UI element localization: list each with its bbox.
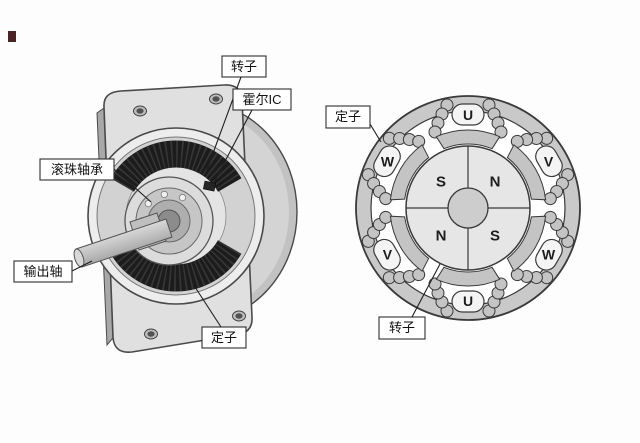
label-rotor-left-text: 转子 [231,59,257,74]
pole-shoe [506,144,547,201]
stator-pole-unit-top: U [428,98,508,150]
stator-pole-unit-bottom: U [428,266,508,318]
coil-label-u-bottom: U [463,293,473,309]
rotor-hub [447,187,489,229]
pole-shoe [389,144,430,201]
right-leader-lines [369,123,441,318]
output-shaft [73,218,173,268]
rotor-pole-n-upper-right: N [490,173,501,190]
coil-label-u-top: U [463,107,473,123]
motor-cutaway-illustration: 转子 霍尔IC 滚珠轴承 输出轴 定子 [13,55,298,354]
coil-label-v-upper-right: V [544,153,554,169]
coil-pill [535,145,563,178]
coil-label-v-lower-left: V [383,246,393,262]
stator-pole-unit-lower-left: V [361,210,430,285]
coil-bumps [510,131,575,206]
coil-pill [451,103,485,126]
pole-shoe [435,266,501,287]
coil-bumps [361,210,426,285]
coil-bumps [510,210,575,285]
rotor-pole-n-lower-left: N [436,227,447,244]
label-hall-ic-text: 霍尔IC [242,92,281,107]
label-ball-bearing-text: 滚珠轴承 [51,162,103,177]
label-hall-ic: 霍尔IC [232,88,292,111]
label-stator-right: 定子 [325,105,371,129]
stator-windings [110,140,242,292]
mounting-holes [133,93,246,340]
coil-bumps [428,277,508,318]
pole-shoe [435,129,501,150]
rotor-pole-s-upper-left: S [436,173,446,190]
artifact-mark [8,31,16,42]
coil-pill [535,238,563,271]
coil-pill [373,238,401,271]
coil-label-w-lower-right: W [542,246,556,262]
label-rotor-right-text: 转子 [389,320,415,335]
rotor-pole-s-lower-right: S [490,227,500,244]
label-output-shaft-text: 输出轴 [23,264,62,279]
pole-shoe [506,215,547,272]
pole-shoe [389,215,430,272]
label-stator-left: 定子 [201,326,247,349]
label-rotor-left: 转子 [221,55,267,78]
coil-bumps [428,98,508,139]
cross-section-diagram: U V W [325,95,581,340]
label-ball-bearing: 滚珠轴承 [39,158,115,181]
label-output-shaft: 输出轴 [13,260,73,283]
label-rotor-right: 转子 [378,316,426,340]
label-stator-right-text: 定子 [335,109,361,124]
hall-ic-chip [202,180,216,192]
stator-pole-unit-upper-left: W [361,131,430,206]
coil-pill [373,145,401,178]
coil-bumps [361,131,426,206]
coil-label-w-upper-left: W [381,153,395,169]
stator-pole-unit-lower-right: W [506,210,575,285]
label-stator-left-text: 定子 [211,330,237,345]
stator-pole-unit-upper-right: V [506,131,575,206]
coil-pill [451,290,485,313]
